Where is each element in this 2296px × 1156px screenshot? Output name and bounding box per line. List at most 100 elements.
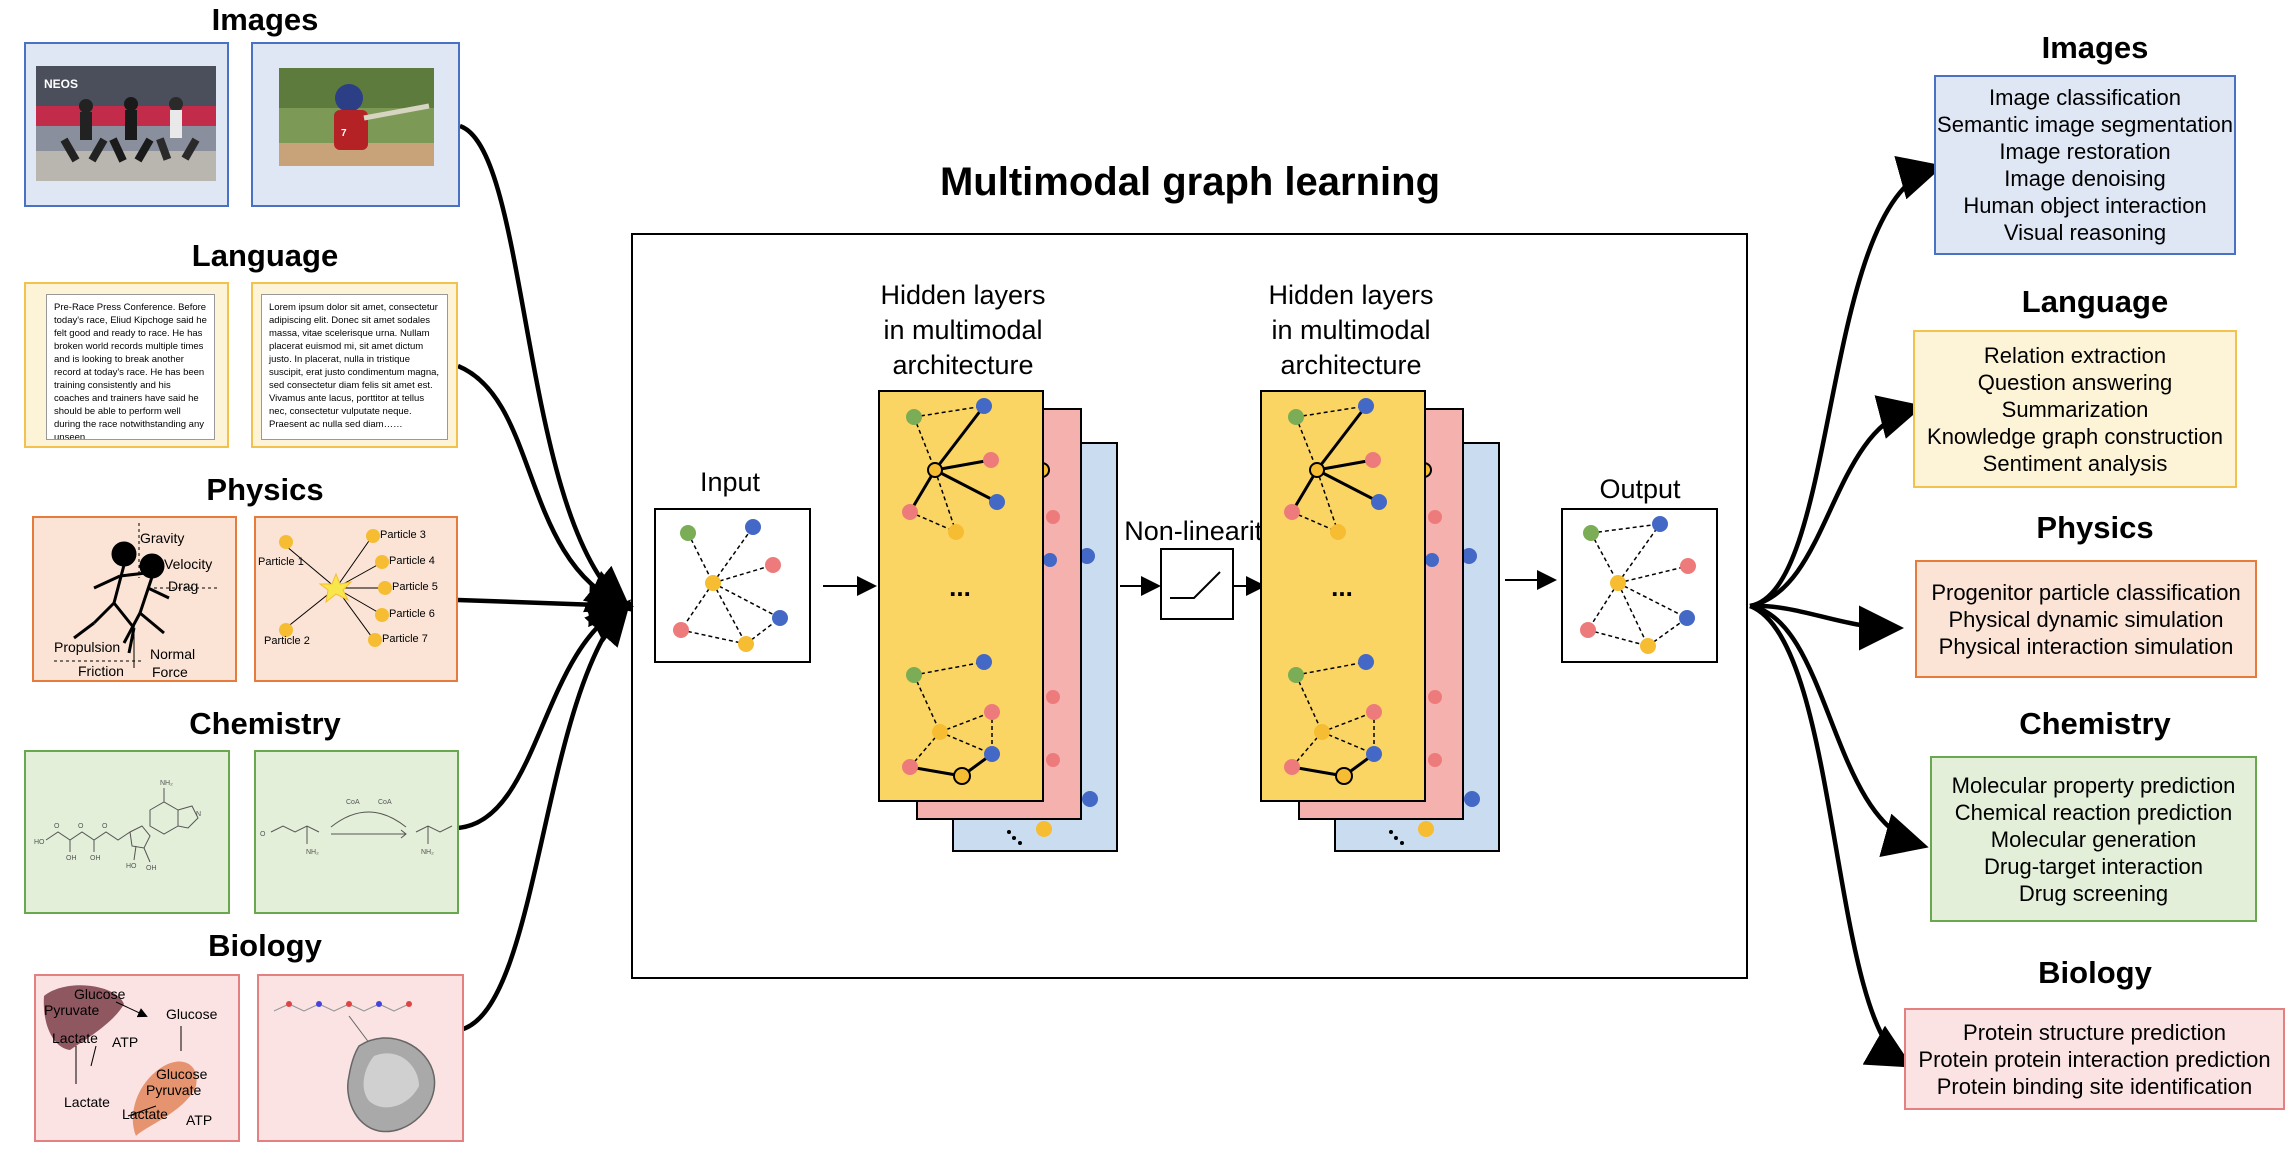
force-gravity-label: Gravity [140,530,185,546]
svg-text:NEOS: NEOS [44,77,78,91]
input-chemistry-thumb-reaction: NH₂ CoA CoA NH₂ O [254,750,459,914]
svg-text:N: N [196,811,201,818]
task-item: Protein structure prediction [1963,1019,2226,1045]
bio-lactate-label-2: Lactate [64,1094,110,1110]
hidden1-label-line1: Hidden layers [880,280,1046,310]
task-item: Chemical reaction prediction [1954,799,2233,825]
output-language-title: Language [2021,284,2169,319]
hidden1-label-line3: architecture [892,350,1034,380]
svg-text:NH₂: NH₂ [306,849,319,856]
hidden2-label-line2: in multimodal [1271,315,1431,345]
task-item: Knowledge graph construction [1927,423,2223,449]
hidden2-yellow-graph [1284,398,1387,785]
svg-text:O: O [102,823,108,830]
output-images-title: Images [2041,30,2149,65]
model-frame [631,233,1748,979]
particle-2-label: Particle 2 [264,635,310,647]
input-biology-thumb-metabolism: Glucose Pyruvate Lactate ATP Glucose Glu… [34,974,240,1142]
input-graph-svg [673,519,788,652]
nonlinearity-label: Non-linearity [1124,516,1276,546]
input-physics-title: Physics [206,472,324,507]
input-language-title: Language [191,238,339,273]
particle-collision-icon [279,529,392,647]
output-chemistry-title: Chemistry [2019,706,2171,741]
task-item: Protein binding site identification [1936,1073,2253,1099]
task-item: Image classification [1989,85,2181,110]
hidden1-blue-nodes [1007,548,1098,845]
main-title: Multimodal graph learning [939,160,1441,204]
bio-atp-label-1: ATP [112,1034,139,1050]
nonlinearity-box [1160,548,1234,620]
particle-7-label: Particle 7 [382,633,428,645]
task-item: Protein protein interaction prediction [1918,1046,2271,1072]
task-item: Drug-target interaction [1984,853,2203,879]
runner-forces-icon [54,523,219,668]
bio-lactate-label-3: Lactate [122,1106,168,1122]
hidden2-label: Hidden layers in multimodal architecture [1226,278,1476,383]
task-item: Relation extraction [1983,342,2167,368]
force-velocity-label: Velocity [164,556,213,572]
hidden1-label-line2: in multimodal [883,315,1043,345]
input-language-thumb-2: Lorem ipsum dolor sit amet, consectetur … [251,282,458,448]
svg-text:OH: OH [90,855,101,862]
particle-5-label: Particle 5 [392,581,438,593]
particle-6-label: Particle 6 [389,608,435,620]
input-image-thumb-running: NEOS [24,42,229,207]
force-normal-label: Normal [150,646,196,662]
task-item: Visual reasoning [2003,220,2167,245]
output-graph [1561,508,1718,663]
bio-atp-label-2: ATP [186,1112,213,1128]
svg-text:O: O [260,831,266,838]
task-item: Molecular generation [1990,826,2197,852]
svg-text:NH₂: NH₂ [421,849,434,856]
liver-muscle-icon [43,985,197,1136]
particle-4-label: Particle 4 [389,555,435,567]
language-text-2: Lorem ipsum dolor sit amet, consectetur … [261,294,448,440]
protein-blob-icon [273,1001,436,1133]
hidden1-layer-yellow: ... [878,390,1044,802]
svg-text:OH: OH [146,865,157,872]
output-label: Output [1599,474,1681,504]
svg-text:OH: OH [66,855,77,862]
task-item: Image denoising [2004,166,2166,191]
svg-text:O: O [54,823,60,830]
input-physics-thumb-forces: Gravity Velocity Drag Propulsion Normal … [32,516,237,682]
svg-text:O: O [78,823,84,830]
hidden2-label-line1: Hidden layers [1268,280,1434,310]
task-item: Semantic image segmentation [1937,112,2233,137]
force-drag-label: Drag [168,578,199,594]
input-biology-title: Biology [208,928,322,963]
input-label: Input [699,467,761,497]
input-images-title: Images [211,2,319,37]
task-item: Image restoration [1999,139,2171,164]
task-item: Physical interaction simulation [1938,633,2234,659]
svg-text:HO: HO [126,863,137,870]
force-propulsion-label: Propulsion [54,639,121,655]
svg-text:CoA: CoA [378,799,392,806]
hidden2-label-line3: architecture [1280,350,1422,380]
task-item: Drug screening [2018,880,2169,906]
force-friction-label: Friction [78,663,124,679]
input-biology-thumb-protein [257,974,464,1142]
input-physics-thumb-particles: Particle 1 Particle 2 Particle 3 Particl… [254,516,458,682]
output-physics-title: Physics [2036,510,2154,545]
hidden2-blue-nodes [1389,548,1480,845]
svg-text:CoA: CoA [346,799,360,806]
bio-pyruvate-label-1: Pyruvate [44,1002,100,1018]
input-graph [654,508,811,663]
input-image-thumb-baseball: 7 [251,42,460,207]
hidden1-label: Hidden layers in multimodal architecture [838,278,1088,383]
relu-icon [1170,571,1221,599]
output-graph-svg [1580,516,1696,654]
force-force-label: Force [152,664,188,680]
particle-3-label: Particle 3 [380,529,426,541]
